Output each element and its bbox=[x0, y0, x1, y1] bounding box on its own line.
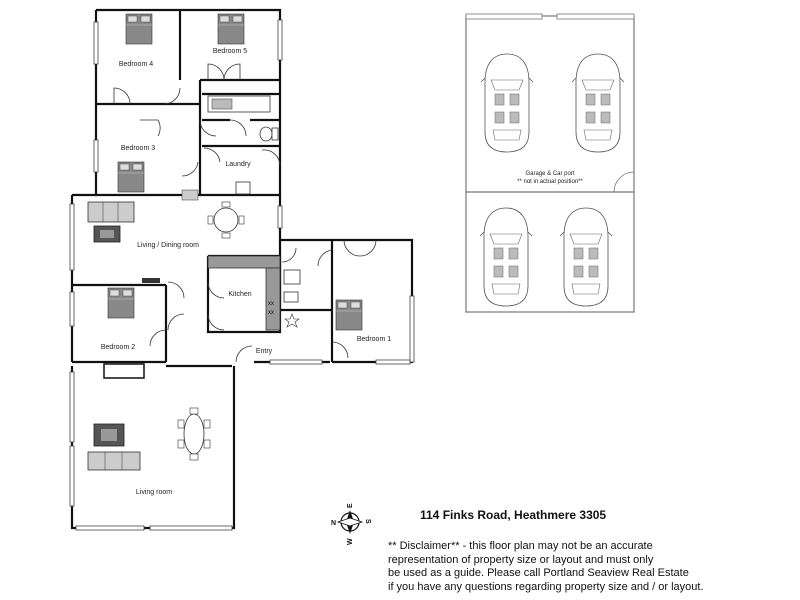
room-label-bedroom-5: Bedroom 5 bbox=[213, 48, 247, 55]
garage-label: Garage & Car port bbox=[525, 171, 574, 177]
compass-w: W bbox=[347, 538, 354, 545]
disclaimer-line: if you have any questions regarding prop… bbox=[388, 580, 704, 593]
svg-text:xx: xx bbox=[268, 310, 274, 316]
room-label-bedroom-1: Bedroom 1 bbox=[357, 336, 391, 343]
room-label-entry: Entry bbox=[256, 348, 273, 355]
furniture: xx xx bbox=[87, 13, 363, 471]
disclaimer-line: ** Disclaimer** - this floor plan may no… bbox=[388, 540, 653, 552]
room-label-bedroom-3: Bedroom 3 bbox=[121, 145, 155, 152]
disclaimer-line: be used as a guide. Please call Portland… bbox=[388, 567, 689, 579]
disclaimer-line: representation of property size or layou… bbox=[388, 553, 654, 566]
room-label-bedroom-2: Bedroom 2 bbox=[101, 344, 135, 351]
svg-text:xx: xx bbox=[268, 301, 274, 307]
compass-n: N bbox=[331, 520, 336, 527]
compass-s: S bbox=[364, 519, 371, 524]
compass-e: E bbox=[347, 503, 354, 508]
property-address: 114 Finks Road, Heathmere 3305 bbox=[420, 508, 607, 522]
compass-icon bbox=[336, 510, 364, 534]
room-label-laundry: Laundry bbox=[225, 161, 251, 168]
room-label-kitchen: Kitchen bbox=[228, 291, 251, 298]
house-walls bbox=[70, 8, 414, 530]
garage-note: ** not in actual position** bbox=[517, 179, 583, 185]
room-label-living-dining: Living / Dining room bbox=[137, 242, 199, 249]
windows bbox=[69, 19, 415, 531]
garage bbox=[465, 13, 635, 313]
doors bbox=[113, 63, 377, 363]
disclaimer: ** Disclaimer** - this floor plan may no… bbox=[388, 540, 788, 594]
room-label-living-room: Living room bbox=[136, 489, 172, 496]
room-label-bedroom-4: Bedroom 4 bbox=[119, 61, 153, 68]
